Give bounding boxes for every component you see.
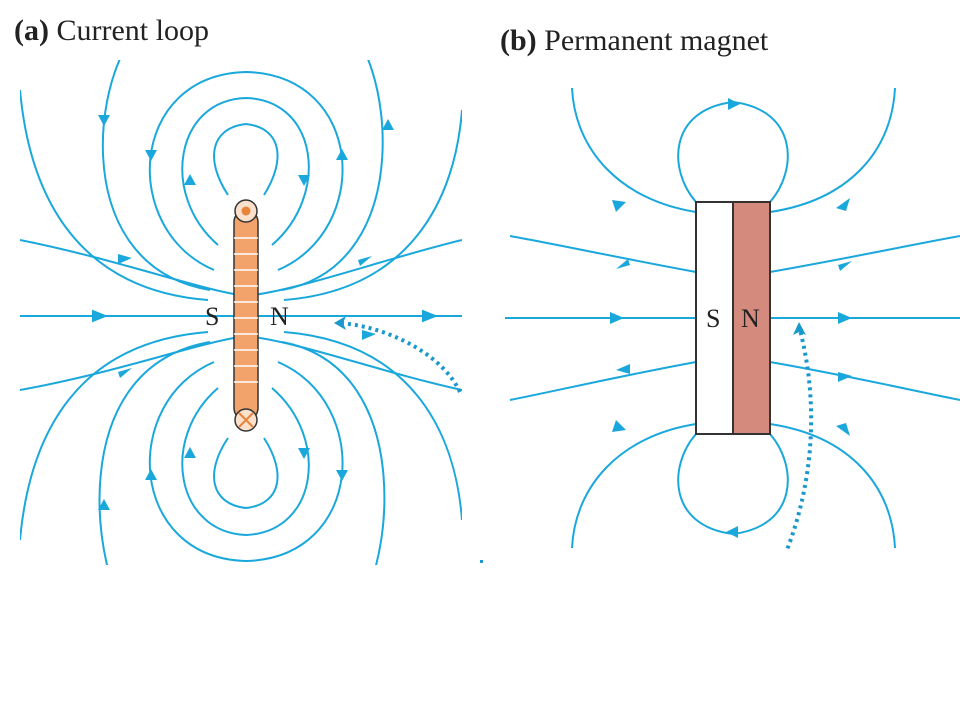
field-line-b-l3 — [509, 361, 697, 401]
field-line-b-l4 — [571, 423, 697, 549]
panel-b-title: (b) Permanent magnet — [500, 24, 768, 58]
panel-b-north-label: N — [741, 304, 760, 333]
field-line-b-l1 — [571, 87, 697, 213]
dotted-arrowhead-b-icon — [793, 322, 806, 335]
dotted-arrowhead-icon — [334, 316, 346, 330]
field-line-bot-5b — [283, 331, 462, 521]
magnet-south-half — [695, 201, 734, 435]
panel-a-letter: (a) — [14, 14, 49, 47]
field-line-b-l2 — [509, 235, 697, 273]
panel-a-north-label: N — [270, 302, 289, 331]
loop-stripes — [234, 237, 258, 383]
panel-a-title: (a) Current loop — [14, 14, 209, 48]
panel-b-letter: (b) — [500, 24, 537, 57]
dot-circle-icon — [234, 199, 258, 223]
field-line-b-bot-loop — [677, 433, 789, 536]
magnet-north-half — [732, 201, 771, 435]
field-line-b-r2 — [769, 235, 960, 273]
field-line-top-4b — [281, 60, 384, 291]
field-line-bot-2 — [181, 387, 310, 537]
panel-b-title-text: Permanent magnet — [544, 24, 769, 57]
field-line-bot-1 — [213, 437, 279, 510]
field-line-b-r3 — [769, 361, 960, 401]
panel-b-south-label: S — [706, 304, 720, 333]
field-line-bot-5 — [20, 331, 209, 541]
field-line-top-1 — [213, 122, 279, 196]
cross-circle-icon — [234, 408, 258, 432]
dotted-pointer-arrow-b — [784, 329, 814, 550]
field-line-top-5 — [20, 89, 209, 301]
field-line-b-r4 — [769, 423, 896, 549]
current-loop-body — [233, 209, 259, 421]
field-line-b-r1 — [769, 87, 896, 213]
field-line-bot-4b — [281, 341, 386, 565]
field-line-top-3 — [148, 70, 344, 271]
field-line-top-4 — [101, 60, 211, 291]
field-line-bot-4 — [98, 341, 211, 565]
field-line-b-top-loop — [677, 100, 789, 203]
field-line-bot-3 — [148, 361, 344, 563]
dotted-pointer-arrow — [337, 321, 462, 393]
stray-mark — [480, 560, 483, 563]
panel-a-south-label: S — [205, 302, 219, 331]
panel-a-current-loop — [20, 60, 462, 565]
field-line-top-5b — [283, 109, 462, 301]
field-line-top-2 — [181, 96, 310, 246]
panel-a-title-text: Current loop — [56, 14, 209, 47]
field-arrows-b — [610, 98, 852, 538]
field-arrows-a — [98, 115, 394, 510]
panel-b-permanent-magnet — [505, 87, 960, 550]
